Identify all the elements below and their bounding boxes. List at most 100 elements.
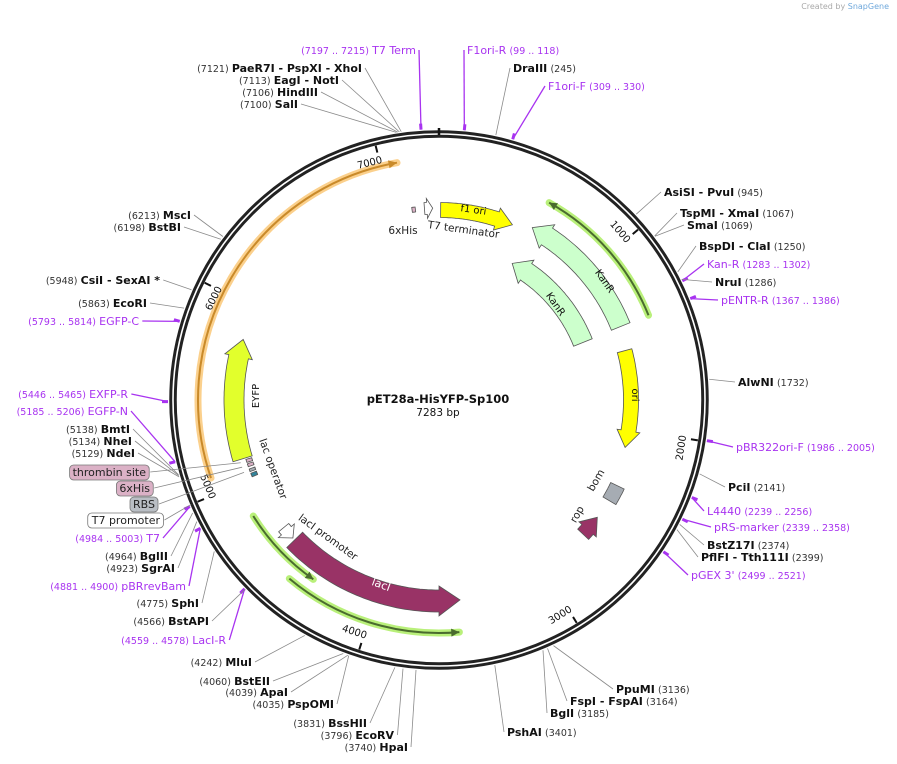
primer-leader bbox=[690, 298, 719, 301]
tick-label: 4000 bbox=[340, 623, 368, 641]
position: (7197 .. 7215) bbox=[301, 46, 369, 57]
feature-thrombin-site bbox=[245, 457, 253, 463]
primer-label: (5793 .. 5814) EGFP-C bbox=[28, 315, 139, 328]
position: (309 .. 330) bbox=[589, 82, 645, 93]
name: MluI bbox=[225, 656, 252, 669]
position: (1732) bbox=[777, 378, 809, 389]
feature-bom bbox=[602, 481, 625, 506]
primer-mark bbox=[239, 587, 246, 595]
feature-6xhis bbox=[247, 461, 255, 468]
primer-mark bbox=[168, 460, 176, 465]
position: (4881 .. 4900) bbox=[50, 582, 118, 593]
tick-mark bbox=[632, 228, 639, 235]
name: HpaI bbox=[379, 741, 408, 754]
name: PspOMI bbox=[287, 698, 334, 711]
site-label: (4060) BstEII bbox=[199, 675, 270, 688]
position: (5446 .. 5465) bbox=[18, 390, 86, 401]
name: Kan-R bbox=[707, 258, 740, 271]
name: SmaI bbox=[687, 219, 718, 232]
name: FspI - FspAI bbox=[570, 695, 643, 708]
feature-leader bbox=[154, 466, 243, 489]
highlight-arrowhead bbox=[549, 202, 559, 211]
name: PciI bbox=[728, 481, 750, 494]
site-label: (5134) NheI bbox=[69, 435, 132, 448]
position: (3831) bbox=[293, 719, 325, 730]
name: PpuMI bbox=[616, 683, 655, 696]
boxed-label-T7-promoter: T7 promoter bbox=[91, 514, 161, 527]
site-leader bbox=[699, 473, 726, 488]
site-leader bbox=[341, 79, 400, 133]
highlight-line bbox=[548, 201, 650, 316]
position: (4060) bbox=[199, 677, 231, 688]
position: (1367 .. 1386) bbox=[772, 296, 840, 307]
site-leader bbox=[547, 648, 568, 702]
watermark-brand: SnapGene bbox=[847, 2, 889, 11]
site-label: NruI (1286) bbox=[715, 276, 776, 289]
name: BmtI bbox=[101, 423, 130, 436]
site-leader bbox=[201, 551, 215, 604]
site-leader bbox=[676, 529, 699, 558]
site-leader bbox=[364, 67, 402, 132]
position: (2399) bbox=[792, 553, 824, 564]
site-leader bbox=[635, 191, 662, 215]
primer-mark bbox=[681, 517, 689, 524]
primer-label: pRS-marker (2339 .. 2358) bbox=[714, 521, 850, 534]
site-label: (5948) CsiI - SexAI * bbox=[46, 274, 160, 287]
site-leader bbox=[654, 212, 678, 237]
feature-6xhis bbox=[411, 206, 417, 213]
primer-label: pENTR-R (1367 .. 1386) bbox=[721, 294, 840, 307]
site-leader bbox=[542, 650, 548, 714]
name: F1ori-F bbox=[548, 80, 586, 93]
site-leader bbox=[300, 103, 397, 133]
feature-laci-promoter bbox=[277, 522, 295, 539]
primer-leader bbox=[131, 393, 169, 403]
position: (6213) bbox=[128, 211, 160, 222]
name: PshAI bbox=[507, 726, 542, 739]
position: (5134) bbox=[69, 437, 101, 448]
position: (5863) bbox=[78, 299, 110, 310]
name: SphI bbox=[171, 597, 199, 610]
site-label: PpuMI (3136) bbox=[616, 683, 690, 696]
site-label: BglI (3185) bbox=[550, 707, 609, 720]
position: (1069) bbox=[721, 221, 753, 232]
name: HindIII bbox=[277, 86, 318, 99]
position: (2374) bbox=[758, 541, 790, 552]
position: (4566) bbox=[133, 617, 165, 628]
site-leader bbox=[163, 279, 192, 291]
site-leader bbox=[183, 226, 221, 240]
site-leader bbox=[177, 521, 198, 569]
feature-label: bom bbox=[585, 467, 607, 493]
position: (3796) bbox=[321, 731, 353, 742]
highlight-line bbox=[288, 577, 460, 634]
position: (3164) bbox=[646, 697, 678, 708]
name: F1ori-R bbox=[467, 44, 507, 57]
primer-label: F1ori-F (309 .. 330) bbox=[548, 80, 645, 93]
site-label: (4923) SgrAI bbox=[106, 562, 175, 575]
primer-leader bbox=[130, 410, 176, 463]
site-leader bbox=[170, 512, 194, 557]
primer-label: (4984 .. 5003) T7 bbox=[75, 532, 160, 545]
site-leader bbox=[149, 302, 185, 309]
feature-leader bbox=[158, 472, 245, 505]
primer-leader bbox=[512, 85, 546, 140]
name: NruI bbox=[715, 276, 742, 289]
snapgene-watermark: Created by SnapGene bbox=[801, 2, 889, 11]
site-label: (4242) MluI bbox=[191, 656, 252, 669]
feature-kanr bbox=[531, 224, 631, 331]
name: DraIII bbox=[513, 62, 547, 75]
position: (4775) bbox=[136, 599, 168, 610]
position: (3401) bbox=[545, 728, 577, 739]
site-label: (4566) BstAPI bbox=[133, 615, 209, 628]
site-leader bbox=[132, 428, 179, 476]
site-leader bbox=[654, 224, 685, 237]
position: (945) bbox=[737, 188, 763, 199]
site-leader bbox=[681, 278, 713, 283]
primer-label: (4881 .. 4900) pBRrevBam bbox=[50, 580, 186, 593]
name: EXFP-R bbox=[89, 388, 128, 401]
boxed-label-thrombin-site: thrombin site bbox=[73, 466, 147, 479]
feature-kanr bbox=[511, 259, 593, 347]
site-label: (4775) SphI bbox=[136, 597, 199, 610]
position: (5129) bbox=[72, 449, 104, 460]
site-label: (4035) PspOMI bbox=[253, 698, 334, 711]
